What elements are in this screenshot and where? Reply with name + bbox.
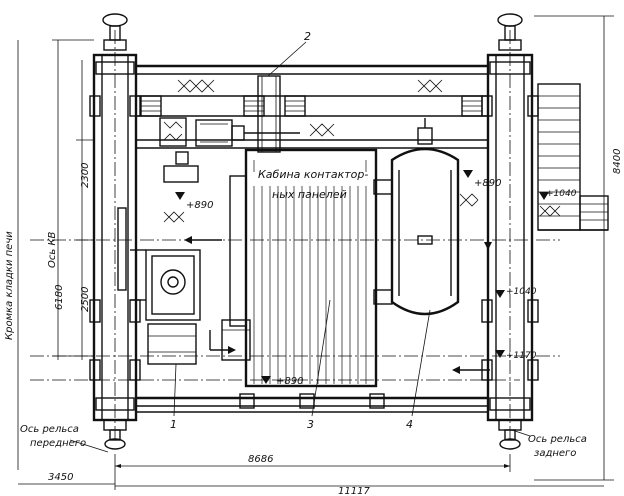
elevation-1170: +1170 [506,351,537,361]
centerlines [30,239,560,381]
right-bottom-handwheel-icon [498,419,522,450]
right-column [481,30,539,440]
right-dimension-lines [534,15,614,481]
elevation-890-right: +890 [474,178,501,189]
wheel-block-1 [140,95,162,117]
right-top-handwheel-icon [497,13,523,51]
elevation-mark-1040-upper: +1040 [539,189,577,217]
elevation-1040-upper: +1040 [546,189,577,199]
wheel-block-4 [461,95,483,117]
lattice-ornament-mid [309,123,335,137]
dim-left-mid: 6180 [54,285,65,310]
elevation-mark-1040-lower: +1040 [495,287,537,298]
cabin-hatching [253,160,367,384]
elevation-mark-890-bottom: +890 [261,376,303,387]
callout-3: 3 [307,418,314,431]
cabin-title-line1: Кабина контактор- [258,168,368,181]
dim-overall-height: 8400 [612,149,623,174]
pump-unit [117,207,201,365]
wheel-block-3 [284,95,306,117]
bottom-dimension-lines [18,454,604,490]
top-frame-beams [136,64,488,149]
flow-arrows [184,226,492,374]
dim-bottom-span: 8686 [248,454,273,465]
elevation-mark-890-left: +890 [163,192,213,223]
bottom-frame-beams [136,393,488,413]
front-rail-label-line1: Ось рельса [20,424,79,435]
callout-leaders [173,41,431,417]
callout-2: 2 [304,30,311,43]
left-column [89,30,141,440]
rear-rail-label-line1: Ось рельса [528,434,587,445]
dim-left-upper: 2300 [80,163,91,188]
left-top-handwheel-icon [102,13,128,51]
dim-bottom-total: 11117 [338,486,370,496]
rear-rail-leader [511,429,531,437]
elevation-1040-lower: +1040 [506,287,537,297]
wheel-block-2 [243,95,265,117]
front-rail-leader [69,439,109,453]
furnace-edge-label: Кромка кладки печи [4,231,15,340]
lattice-ornament-right [417,79,443,93]
callout-4: 4 [406,418,413,431]
elevation-890-bottom: +890 [276,376,303,387]
callout-1: 1 [170,418,177,431]
elevation-mark-890-right: +890 [463,170,501,189]
contactor-cabin [221,148,378,388]
cabin-title-line2: ных панелей [272,188,347,201]
lattice-ornament-left [177,79,215,93]
elevation-mark-1170: +1170 [495,350,537,361]
left-bottom-handwheel-icon [103,419,127,450]
rear-rail-label-line2: заднего [534,448,576,459]
dim-left-lower: 2500 [80,287,91,312]
vertical-tank [373,118,479,316]
hoist-drive [159,75,300,183]
dim-front-offset: 3450 [48,472,73,483]
left-dimension-lines [17,39,94,470]
elevation-890-left: +890 [186,200,213,211]
staircase [537,83,609,231]
front-rail-label-line2: переднего [30,438,86,449]
axis-kv-label: Ось КВ [47,231,58,268]
